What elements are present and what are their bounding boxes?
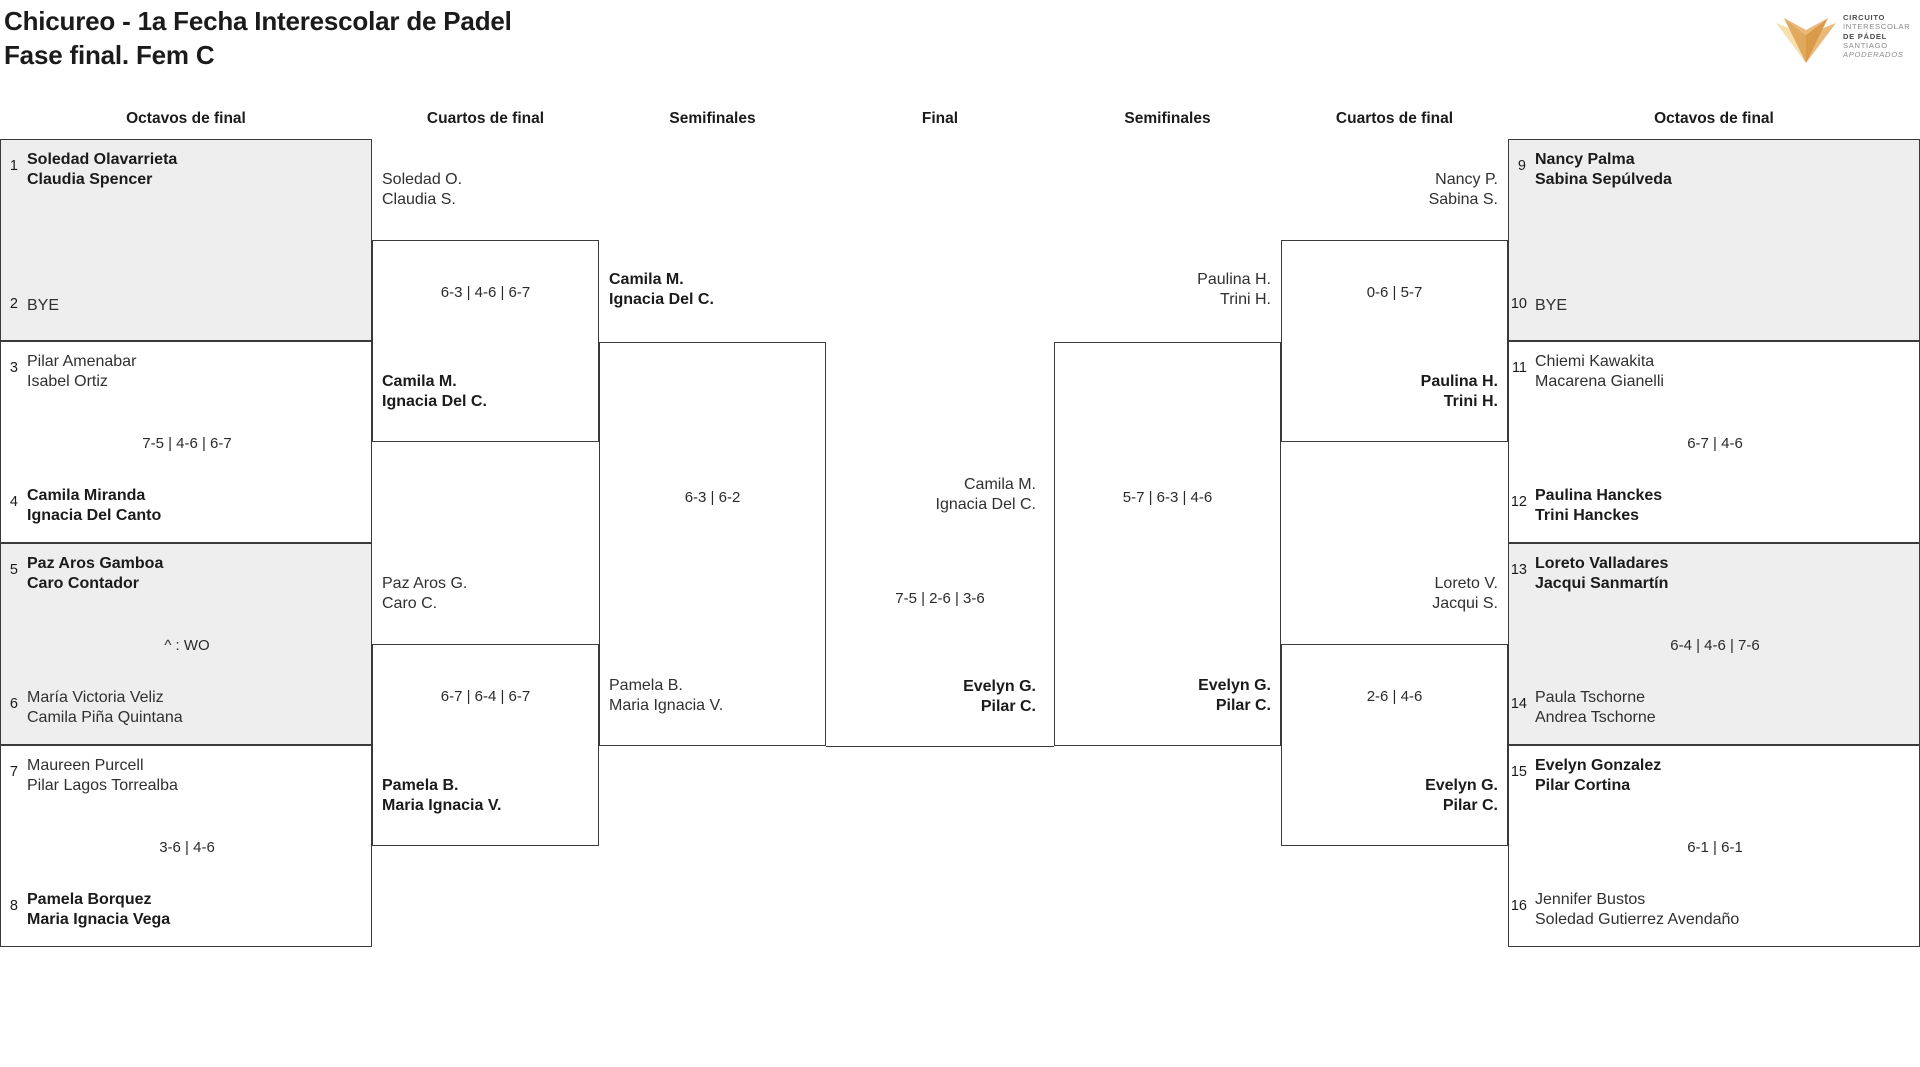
match-right-r16-4[interactable] (1508, 745, 1920, 947)
match-left-sf-1[interactable] (599, 342, 826, 746)
score-right-qf-2: 2-6 | 4-6 (1366, 688, 1423, 705)
seed-number-3: 3 (9, 360, 18, 376)
score-right-r16-4: 6-1 | 6-1 (1687, 839, 1743, 856)
team-left-qf-2-top: Paz Aros G. Caro C. (382, 575, 468, 612)
seed-number-13: 13 (1510, 562, 1527, 578)
seed-number-10: 10 (1510, 296, 1527, 312)
team-left-r16-4-top: Maureen Purcell Pilar Lagos Torrealba (27, 757, 178, 794)
seed-number-11: 11 (1511, 360, 1527, 376)
logo-line-3: DE PÁDEL (1843, 31, 1887, 41)
seed-number-12: 12 (1510, 494, 1527, 510)
logo-line-5: APODERADOS (1843, 50, 1904, 59)
team-left-r16-3-top: Paz Aros Gamboa Caro Contador (27, 555, 164, 592)
team-right-r16-1-top: Nancy Palma Sabina Sepúlveda (1535, 151, 1672, 188)
team-right-r16-3-top: Loreto Valladares Jacqui Sanmartín (1535, 555, 1669, 592)
page-title: Chicureo - 1a Fecha Interescolar de Pade… (4, 4, 512, 73)
round-heading-left-sf: Semifinales (669, 110, 756, 127)
team-right-sf-1-bottom: Evelyn G. Pilar C. (1198, 677, 1271, 714)
logo-text-block: CIRCUITO INTERESCOLAR DE PÁDEL SANTIAGO … (1843, 13, 1910, 59)
round-heading-right-r16: Octavos de final (1654, 110, 1774, 127)
connector-final-bottom (826, 746, 1054, 747)
score-right-qf-1: 0-6 | 5-7 (1366, 284, 1423, 301)
round-heading-right-sf: Semifinales (1124, 110, 1211, 127)
score-left-sf-1: 6-3 | 6-2 (684, 489, 741, 506)
team-right-r16-3-bottom: Paula Tschorne Andrea Tschorne (1535, 689, 1656, 726)
seed-number-8: 8 (9, 898, 18, 914)
seed-number-2: 2 (9, 296, 18, 312)
match-right-r16-1[interactable] (1508, 139, 1920, 341)
tournament-logo: CIRCUITO INTERESCOLAR DE PÁDEL SANTIAGO … (1775, 8, 1915, 70)
match-left-r16-3[interactable] (0, 543, 372, 745)
team-left-r16-1-bottom: BYE (27, 297, 60, 314)
match-left-qf-2[interactable] (372, 644, 599, 846)
team-right-qf-1-top: Nancy P. Sabina S. (1428, 171, 1498, 208)
seed-number-9: 9 (1517, 158, 1526, 174)
seed-number-4: 4 (9, 494, 18, 510)
score-left-qf-1: 6-3 | 4-6 | 6-7 (440, 284, 531, 301)
score-final: 7-5 | 2-6 | 3-6 (895, 590, 985, 607)
team-final-bottom: Evelyn G. Pilar C. (963, 678, 1036, 715)
team-right-r16-4-top: Evelyn Gonzalez Pilar Cortina (1535, 757, 1662, 794)
team-right-r16-2-bottom: Paulina Hanckes Trini Hanckes (1535, 487, 1663, 524)
match-right-r16-3[interactable] (1508, 543, 1920, 745)
match-right-qf-2[interactable] (1281, 644, 1508, 846)
round-heading-left-r16: Octavos de final (126, 110, 246, 127)
score-right-sf-1: 5-7 | 6-3 | 4-6 (1122, 489, 1213, 506)
round-heading-final: Final (921, 110, 959, 127)
seed-number-14: 14 (1510, 696, 1527, 712)
score-left-r16-4: 3-6 | 4-6 (159, 839, 215, 856)
seed-number-1: 1 (9, 158, 18, 174)
seed-number-5: 5 (9, 562, 18, 578)
team-right-qf-1-bottom: Paulina H. Trini H. (1420, 373, 1498, 410)
team-right-r16-2-top: Chiemi Kawakita Macarena Gianelli (1535, 353, 1664, 390)
team-right-qf-2-bottom: Evelyn G. Pilar C. (1425, 777, 1498, 814)
score-right-r16-2: 6-7 | 4-6 (1687, 435, 1743, 452)
team-left-r16-4-bottom: Pamela Borquez Maria Ignacia Vega (27, 891, 171, 928)
title-line-2: Fase final. Fem C (4, 40, 215, 71)
title-line-1: Chicureo - 1a Fecha Interescolar de Pade… (4, 6, 512, 36)
round-heading-right-qf: Cuartos de final (1335, 110, 1454, 127)
team-left-r16-3-bottom: María Victoria Veliz Camila Piña Quintan… (27, 689, 183, 726)
score-left-qf-2: 6-7 | 6-4 | 6-7 (440, 688, 531, 705)
match-left-r16-1[interactable] (0, 139, 372, 341)
team-left-r16-2-top: Pilar Amenabar Isabel Ortiz (27, 353, 137, 390)
circuito-arrow-icon (1776, 18, 1836, 63)
match-right-qf-1[interactable] (1281, 240, 1508, 442)
seed-number-16: 16 (1510, 898, 1527, 914)
logo-line-2: INTERESCOLAR (1843, 22, 1911, 32)
team-final-top: Camila M. Ignacia Del C. (935, 476, 1037, 513)
team-right-sf-1-top: Paulina H. Trini H. (1197, 271, 1271, 308)
team-left-qf-2-bottom: Pamela B. Maria Ignacia V. (382, 777, 502, 814)
logo-line-4: SANTIAGO (1843, 40, 1888, 50)
seed-number-15: 15 (1510, 764, 1527, 780)
match-left-r16-2[interactable] (0, 341, 372, 543)
round-heading-left-qf: Cuartos de final (426, 110, 545, 127)
team-left-r16-2-bottom: Camila Miranda Ignacia Del Canto (27, 487, 162, 524)
seed-number-6: 6 (9, 696, 18, 712)
team-left-sf-1-top: Camila M. Ignacia Del C. (609, 271, 714, 308)
team-left-qf-1-top: Soledad O. Claudia S. (382, 171, 463, 208)
team-right-r16-1-bottom: BYE (1535, 297, 1568, 314)
match-left-qf-1[interactable] (372, 240, 599, 442)
match-right-sf-1[interactable] (1054, 342, 1281, 746)
match-left-r16-4[interactable] (0, 745, 372, 947)
team-left-sf-1-bottom: Pamela B. Maria Ignacia V. (609, 677, 724, 714)
team-left-qf-1-bottom: Camila M. Ignacia Del C. (382, 373, 487, 410)
team-right-qf-2-top: Loreto V. Jacqui S. (1432, 575, 1498, 612)
team-right-r16-4-bottom: Jennifer Bustos Soledad Gutierrez Avenda… (1535, 891, 1740, 928)
score-left-r16-3: ^ : WO (164, 637, 210, 654)
logo-line-1: CIRCUITO (1843, 13, 1886, 22)
seed-number-7: 7 (9, 764, 18, 780)
score-right-r16-3: 6-4 | 4-6 | 7-6 (1670, 637, 1760, 654)
team-left-r16-1-top: Soledad Olavarrieta Claudia Spencer (27, 151, 178, 188)
score-left-r16-2: 7-5 | 4-6 | 6-7 (142, 435, 232, 452)
